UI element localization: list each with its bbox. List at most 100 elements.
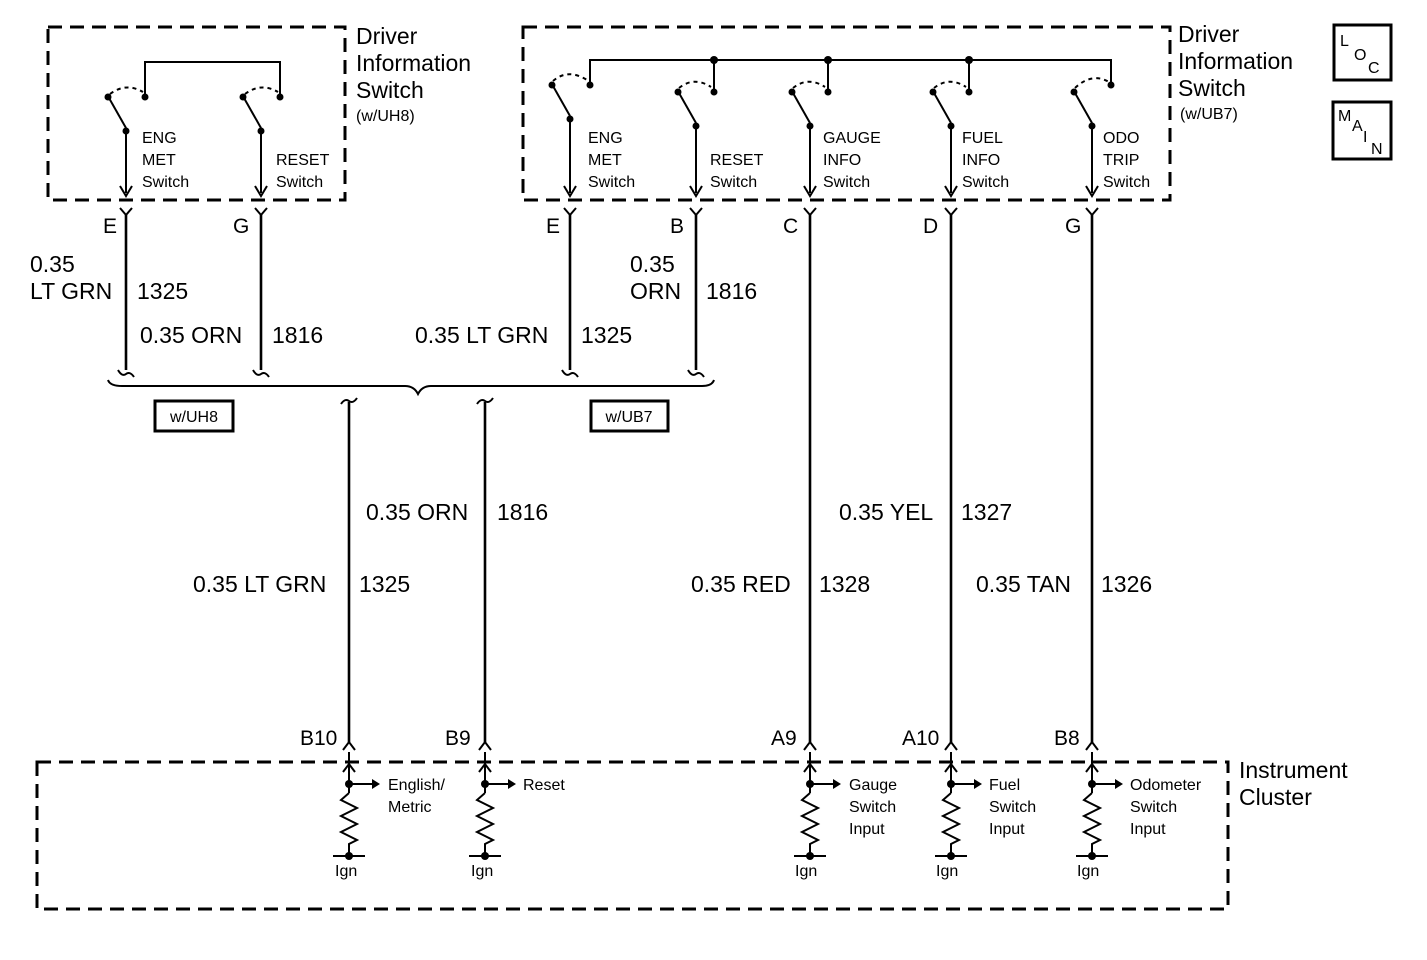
left-switch-title-1: Driver bbox=[356, 23, 418, 49]
right-reset-label-2: Switch bbox=[710, 174, 757, 191]
svg-text:w/UH8: w/UH8 bbox=[169, 409, 218, 426]
right-gauge-label-1: GAUGE bbox=[823, 130, 881, 147]
right-gauge-label-3: Switch bbox=[823, 174, 870, 191]
wire-1326-label: 0.35 TAN bbox=[976, 571, 1071, 597]
wire-1327-circuit: 1327 bbox=[961, 499, 1012, 525]
option-label-uh8: w/UH8 bbox=[153, 399, 235, 433]
svg-text:O: O bbox=[1354, 47, 1366, 64]
pin-a10: A10 bbox=[902, 727, 939, 750]
left-switch-assembly: Driver Information Switch (w/UH8) ENG ME… bbox=[46, 23, 471, 202]
ub7-e-wire-label: 0.35 LT GRN bbox=[415, 322, 548, 348]
wire-1325-circuit: 1325 bbox=[359, 571, 410, 597]
odometer-input-label-2: Switch bbox=[1130, 799, 1177, 816]
uh8-g-wire-circuit: 1816 bbox=[272, 322, 323, 348]
right-gauge-info-switch: GAUGE INFO Switch bbox=[788, 80, 881, 198]
wire-1327-label: 0.35 YEL bbox=[839, 499, 933, 525]
left-switch-title-2: Information bbox=[356, 50, 471, 76]
pin-b-right: B bbox=[670, 215, 684, 238]
left-switch-option: (w/UH8) bbox=[356, 108, 415, 125]
gauge-input-label-1: Gauge bbox=[849, 777, 897, 794]
right-reset-switch: RESET Switch bbox=[674, 80, 764, 198]
right-fuel-label-1: FUEL bbox=[962, 130, 1003, 147]
right-switch-title-1: Driver bbox=[1178, 21, 1240, 47]
svg-text:N: N bbox=[1371, 141, 1383, 158]
svg-text:C: C bbox=[1368, 60, 1380, 77]
right-switch-boundary bbox=[521, 25, 1172, 202]
fuel-input-label-2: Switch bbox=[989, 799, 1036, 816]
right-switch-assembly: Driver Information Switch (w/UB7) ENG ME… bbox=[521, 21, 1293, 202]
cluster-boundary bbox=[35, 760, 1230, 911]
right-odo-trip-switch: ODO TRIP Switch bbox=[1070, 77, 1150, 198]
odometer-input-label-3: Input bbox=[1130, 821, 1166, 838]
cluster-input-gauge: Gauge Switch Input Ign bbox=[794, 752, 897, 880]
main-icon[interactable]: M A I N bbox=[1331, 100, 1393, 161]
gauge-input-label-3: Input bbox=[849, 821, 885, 838]
ign-label: Ign bbox=[471, 863, 493, 880]
right-fuel-label-3: Switch bbox=[962, 174, 1009, 191]
svg-text:I: I bbox=[1363, 129, 1367, 146]
lower-wires bbox=[340, 215, 1094, 742]
pin-b9: B9 bbox=[445, 727, 471, 750]
ub7-b-wire-color: ORN bbox=[630, 278, 681, 304]
cluster-connector-pins: B10 B9 A9 A10 B8 bbox=[300, 727, 1099, 751]
instrument-cluster: Instrument Cluster English/ Metric Ign bbox=[35, 752, 1348, 911]
pin-c-right: C bbox=[783, 215, 798, 238]
option-label-ub7: w/UB7 bbox=[589, 399, 670, 433]
left-eng-label-3: Switch bbox=[142, 174, 189, 191]
left-reset-label-1: RESET bbox=[276, 152, 330, 169]
fuel-input-label-1: Fuel bbox=[989, 777, 1020, 794]
gauge-input-label-2: Switch bbox=[849, 799, 896, 816]
cluster-title-1: Instrument bbox=[1239, 757, 1348, 783]
pin-d-right: D bbox=[923, 215, 938, 238]
left-eng-label-1: ENG bbox=[142, 130, 177, 147]
ub7-b-wire-circuit: 1816 bbox=[706, 278, 757, 304]
svg-text:L: L bbox=[1340, 33, 1349, 50]
pin-g-right: G bbox=[1065, 215, 1081, 238]
right-switch-common-bus bbox=[589, 59, 1112, 85]
ub7-b-wire-gauge: 0.35 bbox=[630, 251, 675, 277]
ign-label: Ign bbox=[1077, 863, 1099, 880]
left-switch-common-bus bbox=[144, 61, 281, 97]
uh8-e-wire-gauge: 0.35 bbox=[30, 251, 75, 277]
uh8-g-wire-label: 0.35 ORN bbox=[140, 322, 242, 348]
left-switch-title-3: Switch bbox=[356, 77, 424, 103]
right-odo-label-1: ODO bbox=[1103, 130, 1139, 147]
right-reset-label-1: RESET bbox=[710, 152, 764, 169]
svg-text:w/UB7: w/UB7 bbox=[604, 409, 652, 426]
wire-1326-circuit: 1326 bbox=[1101, 571, 1152, 597]
english-metric-label-1: English/ bbox=[388, 777, 445, 794]
right-eng-met-switch: ENG MET Switch bbox=[548, 73, 635, 198]
right-eng-label-2: MET bbox=[588, 152, 622, 169]
cluster-input-english-metric: English/ Metric Ign bbox=[333, 752, 445, 880]
cluster-input-fuel: Fuel Switch Input Ign bbox=[935, 752, 1036, 880]
pin-a9: A9 bbox=[771, 727, 797, 750]
wire-1328-label: 0.35 RED bbox=[691, 571, 791, 597]
loc-icon[interactable]: L O C bbox=[1332, 23, 1393, 82]
cluster-input-odometer: Odometer Switch Input Ign bbox=[1076, 752, 1202, 880]
pin-e-right: E bbox=[546, 215, 560, 238]
right-eng-label-3: Switch bbox=[588, 174, 635, 191]
right-eng-label-1: ENG bbox=[588, 130, 623, 147]
pin-e-left: E bbox=[103, 215, 117, 238]
ub7-e-wire-circuit: 1325 bbox=[581, 322, 632, 348]
left-eng-label-2: MET bbox=[142, 152, 176, 169]
odometer-input-label-1: Odometer bbox=[1130, 777, 1202, 794]
right-switch-title-2: Information bbox=[1178, 48, 1293, 74]
pin-b8: B8 bbox=[1054, 727, 1080, 750]
ign-label: Ign bbox=[335, 863, 357, 880]
uh8-e-wire-color: LT GRN bbox=[30, 278, 112, 304]
cluster-title-2: Cluster bbox=[1239, 784, 1312, 810]
left-switch-boundary bbox=[46, 25, 347, 202]
reset-label: Reset bbox=[523, 777, 565, 794]
fuel-input-label-3: Input bbox=[989, 821, 1025, 838]
right-fuel-label-2: INFO bbox=[962, 152, 1000, 169]
wire-1816-label: 0.35 ORN bbox=[366, 499, 468, 525]
upper-option-wires bbox=[117, 215, 705, 378]
ign-label: Ign bbox=[795, 863, 817, 880]
english-metric-label-2: Metric bbox=[388, 799, 432, 816]
pin-g-left: G bbox=[233, 215, 249, 238]
uh8-e-wire-circuit: 1325 bbox=[137, 278, 188, 304]
svg-text:A: A bbox=[1352, 118, 1363, 135]
left-eng-met-switch: ENG MET Switch bbox=[104, 86, 189, 198]
